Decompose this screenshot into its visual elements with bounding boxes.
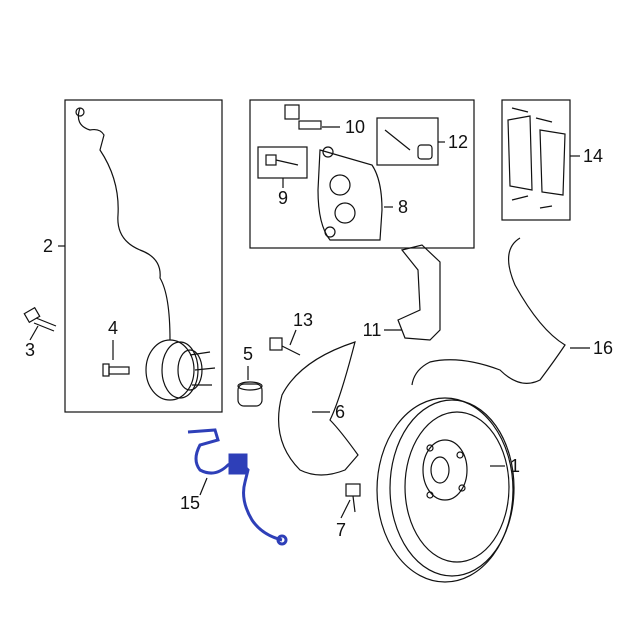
bolt-13 [269, 337, 301, 356]
callout-3: 3 [24, 340, 36, 360]
callout-15: 15 [179, 493, 201, 513]
callout-10: 10 [344, 117, 366, 137]
bleeder-9 [265, 154, 299, 166]
wheel-speed-sensor-harness-15 [187, 428, 288, 546]
brake-pads [507, 107, 566, 209]
leader-lines [29, 126, 590, 519]
callout-5: 5 [242, 344, 254, 364]
bolt-7 [345, 483, 361, 513]
wheel-stud-4 [102, 363, 130, 377]
group-box-8 [249, 99, 475, 249]
callout-4: 4 [107, 318, 119, 338]
callout-11: 11 [362, 320, 382, 340]
hub-and-abs-wire [75, 107, 216, 401]
guide-pin-12 [384, 129, 433, 160]
callout-12: 12 [447, 132, 469, 152]
caliper-bracket [397, 244, 441, 341]
caliper [317, 146, 383, 241]
group-box-12 [376, 117, 439, 166]
group-box-14 [501, 99, 571, 221]
callout-8: 8 [397, 197, 409, 217]
callout-9: 9 [277, 188, 289, 208]
hub-nut-5 [237, 381, 263, 407]
group-box-2 [64, 99, 223, 413]
group-box-9 [257, 146, 308, 179]
callout-13: 13 [292, 310, 314, 330]
callout-7: 7 [335, 520, 347, 540]
caliper-bolt-10 [284, 104, 322, 130]
callout-6: 6 [334, 402, 346, 422]
callout-2: 2 [42, 236, 54, 256]
callout-1: 1 [509, 456, 521, 476]
callout-14: 14 [582, 146, 604, 166]
bolt-3 [23, 306, 57, 332]
dust-shield [277, 341, 359, 476]
abs-sensor-wire-16 [411, 237, 566, 386]
callout-16: 16 [592, 338, 614, 358]
brake-rotor [376, 397, 515, 583]
